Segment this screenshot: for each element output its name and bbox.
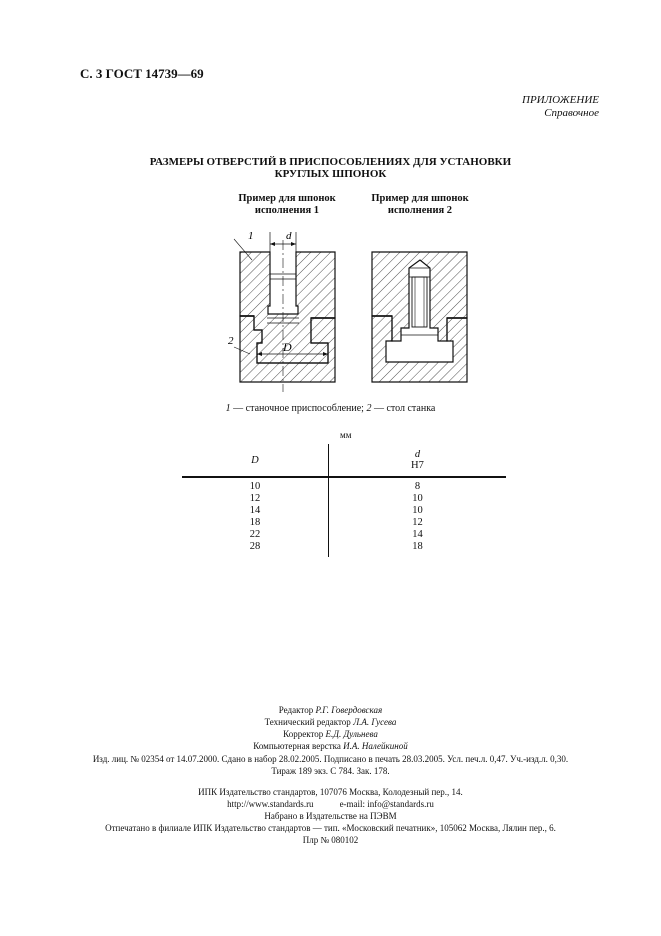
credit-editor-name: Р.Г. Говердовская [315,705,383,715]
example2-caption-line2: исполнения 2 [387,205,453,216]
hole-drawings: 1 2 d D [228,230,468,392]
imprint-typeset: Набрано в Издательстве на ПЭВМ [264,811,397,821]
legend-text-1: — станочное приспособление; [230,403,367,414]
appendix-title: ПРИЛОЖЕНИЕ [522,94,599,106]
credit-corr-role: Корректор [283,729,326,739]
table-row: 10 8 [182,477,506,493]
cell-D: 12 [182,493,329,505]
legend-text-2: — стол станка [371,403,436,414]
drawing-example1 [233,232,336,392]
label-part2: 2 [228,335,234,347]
section-title-line1: РАЗМЕРЫ ОТВЕРСТИЙ В ПРИСПОСОБЛЕНИЯХ ДЛЯ … [149,156,512,168]
example1-caption: Пример для шпонок исполнения 1 [232,193,342,217]
table-row: 22 14 [182,529,506,541]
cell-d: 14 [412,529,423,540]
table-header-row: D d H7 [182,444,506,478]
legend-number-2: 2 [366,403,372,414]
publisher-imprint: ИПК Издательство стандартов, 107076 Моск… [0,786,661,846]
cell-D: 18 [182,517,329,529]
cell-d: 18 [412,541,423,552]
machine-table-section [371,315,468,383]
label-dim-d: d [286,230,292,242]
header-d-label: d [414,448,421,460]
example2-caption: Пример для шпонок исполнения 2 [365,193,475,217]
credit-tech-name: Л.А. Гусева [353,717,397,727]
appendix-kind: Справочное [544,107,599,119]
section-title: РАЗМЕРЫ ОТВЕРСТИЙ В ПРИСПОСОБЛЕНИЯХ ДЛЯ … [0,156,661,180]
cell-D: 10 [182,477,329,493]
appendix-label: ПРИЛОЖЕНИЕ Справочное [522,94,599,120]
imprint-address: ИПК Издательство стандартов, 107076 Моск… [198,787,463,797]
credit-layout: Компьютерная верстка И.А. Налейкиной [0,740,661,752]
example1-caption-line1: Пример для шпонок [238,193,336,204]
credit-corrector: Корректор Е.Д. Дульнева [0,728,661,740]
credit-editor-role: Редактор [278,705,316,715]
publication-info: Изд. лиц. № 02354 от 14.07.2000. Сдано в… [0,753,661,777]
table-unit: мм [340,430,352,440]
header-d-tolerance: H7 [411,459,424,471]
table-row: 28 18 [182,541,506,557]
drawing-example2 [371,251,468,383]
table-row: 14 10 [182,505,506,517]
header-d: d H7 [328,444,506,478]
cell-D: 14 [182,505,329,517]
example2-caption-line1: Пример для шпонок [371,193,469,204]
cell-d: 10 [412,493,423,504]
credit-corr-name: Е.Д. Дульнева [325,729,378,739]
imprint-printer: Отпечатано в филиале ИПК Издательство ст… [105,823,556,833]
cell-d: 10 [412,505,423,516]
label-dim-D: D [282,340,292,354]
header-D-label: D [251,454,259,466]
cell-D: 22 [182,529,329,541]
credit-tech-role: Технический редактор [264,717,354,727]
imprint-email: e-mail: info@standards.ru [339,799,434,809]
credit-layout-role: Компьютерная верстка [253,741,344,751]
imprint-contacts: http://www.standards.ru e-mail: info@stan… [0,798,661,810]
page-header: С. 3 ГОСТ 14739—69 [80,66,204,81]
cell-d: 8 [414,481,421,492]
figure-legend: 1 — станочное приспособление; 2 — стол с… [0,403,661,414]
imprint-url: http://www.standards.ru [227,799,314,809]
cell-D: 28 [182,541,329,557]
label-part1: 1 [248,230,254,242]
example1-caption-line2: исполнения 1 [254,205,320,216]
section-title-line2: КРУГЛЫХ ШПОНОК [274,168,387,180]
credit-layout-name: И.А. Налейкиной [343,741,408,751]
machine-table-section [239,315,336,383]
header-D: D [182,444,329,478]
legend-number-1: 1 [225,403,231,414]
credit-tech-editor: Технический редактор Л.А. Гусева [0,716,661,728]
editorial-credits: Редактор Р.Г. Говердовская Технический р… [0,704,661,752]
publication-line1: Изд. лиц. № 02354 от 14.07.2000. Сдано в… [92,754,569,764]
cell-d: 12 [412,517,423,528]
publication-line2: Тираж 189 экз. С 784. Зак. 178. [271,766,390,776]
imprint-license: Плр № 080102 [302,835,359,845]
table-row: 12 10 [182,493,506,505]
credit-editor: Редактор Р.Г. Говердовская [0,704,661,716]
